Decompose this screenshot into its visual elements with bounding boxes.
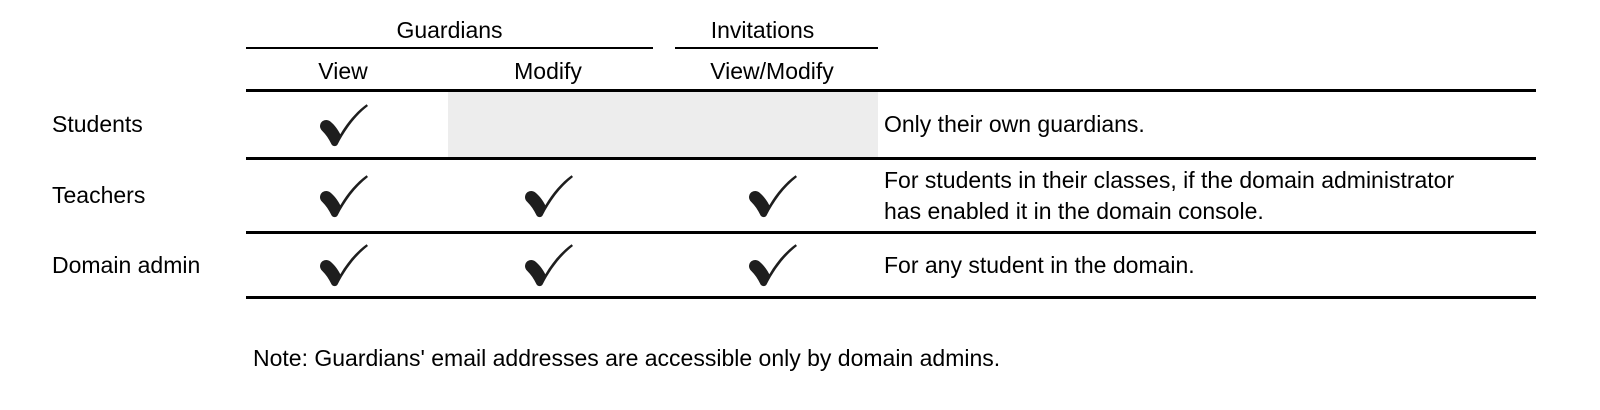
- row-note-students: Only their own guardians.: [884, 111, 1145, 137]
- colgroup-guardians-underline: [246, 47, 653, 49]
- check-icon: [318, 103, 368, 147]
- row-note-domain-admin: For any student in the domain.: [884, 251, 1195, 278]
- cell-teachers-view-modify: [672, 160, 872, 231]
- cell-students-modify: [448, 92, 648, 157]
- header-rule: [246, 89, 1536, 92]
- colgroup-invitations-label: Invitations: [710, 17, 815, 43]
- check-icon: [523, 174, 573, 218]
- column-header-view-modify: View/Modify: [710, 58, 834, 84]
- cell-domain-admin-view-modify: [672, 234, 872, 296]
- footnote: Note: Guardians' email addresses are acc…: [253, 345, 1001, 371]
- table-row-domain-admin: Domain admin For any student in the d: [0, 234, 1600, 296]
- cell-teachers-view: [243, 160, 443, 231]
- check-icon: [523, 243, 573, 287]
- row-label-domain-admin: Domain admin: [52, 251, 201, 278]
- row-label-teachers: Teachers: [52, 182, 146, 208]
- check-icon: [747, 243, 797, 287]
- row-label-students: Students: [52, 111, 143, 137]
- colgroup-guardians-label: Guardians: [396, 17, 503, 43]
- table-row-teachers: Teachers For students in their classe: [0, 160, 1600, 231]
- check-icon: [318, 174, 368, 218]
- bottom-rule: [246, 296, 1536, 299]
- row-rule-1: [246, 157, 1536, 160]
- check-icon: [318, 243, 368, 287]
- cell-domain-admin-view: [243, 234, 443, 296]
- column-header-modify: Modify: [514, 58, 582, 84]
- row-rule-2: [246, 231, 1536, 234]
- cell-students-view: [243, 92, 443, 157]
- cell-teachers-modify: [448, 160, 648, 231]
- cell-students-view-modify: [672, 92, 872, 157]
- students-disabled-cells: [448, 92, 878, 157]
- table-row-students: Students Only their own guardians.: [0, 92, 1600, 157]
- colgroup-invitations-underline: [675, 47, 878, 49]
- row-note-teachers: For students in their classes, if the do…: [884, 166, 1455, 224]
- column-header-view: View: [318, 58, 368, 84]
- cell-domain-admin-modify: [448, 234, 648, 296]
- check-icon: [747, 174, 797, 218]
